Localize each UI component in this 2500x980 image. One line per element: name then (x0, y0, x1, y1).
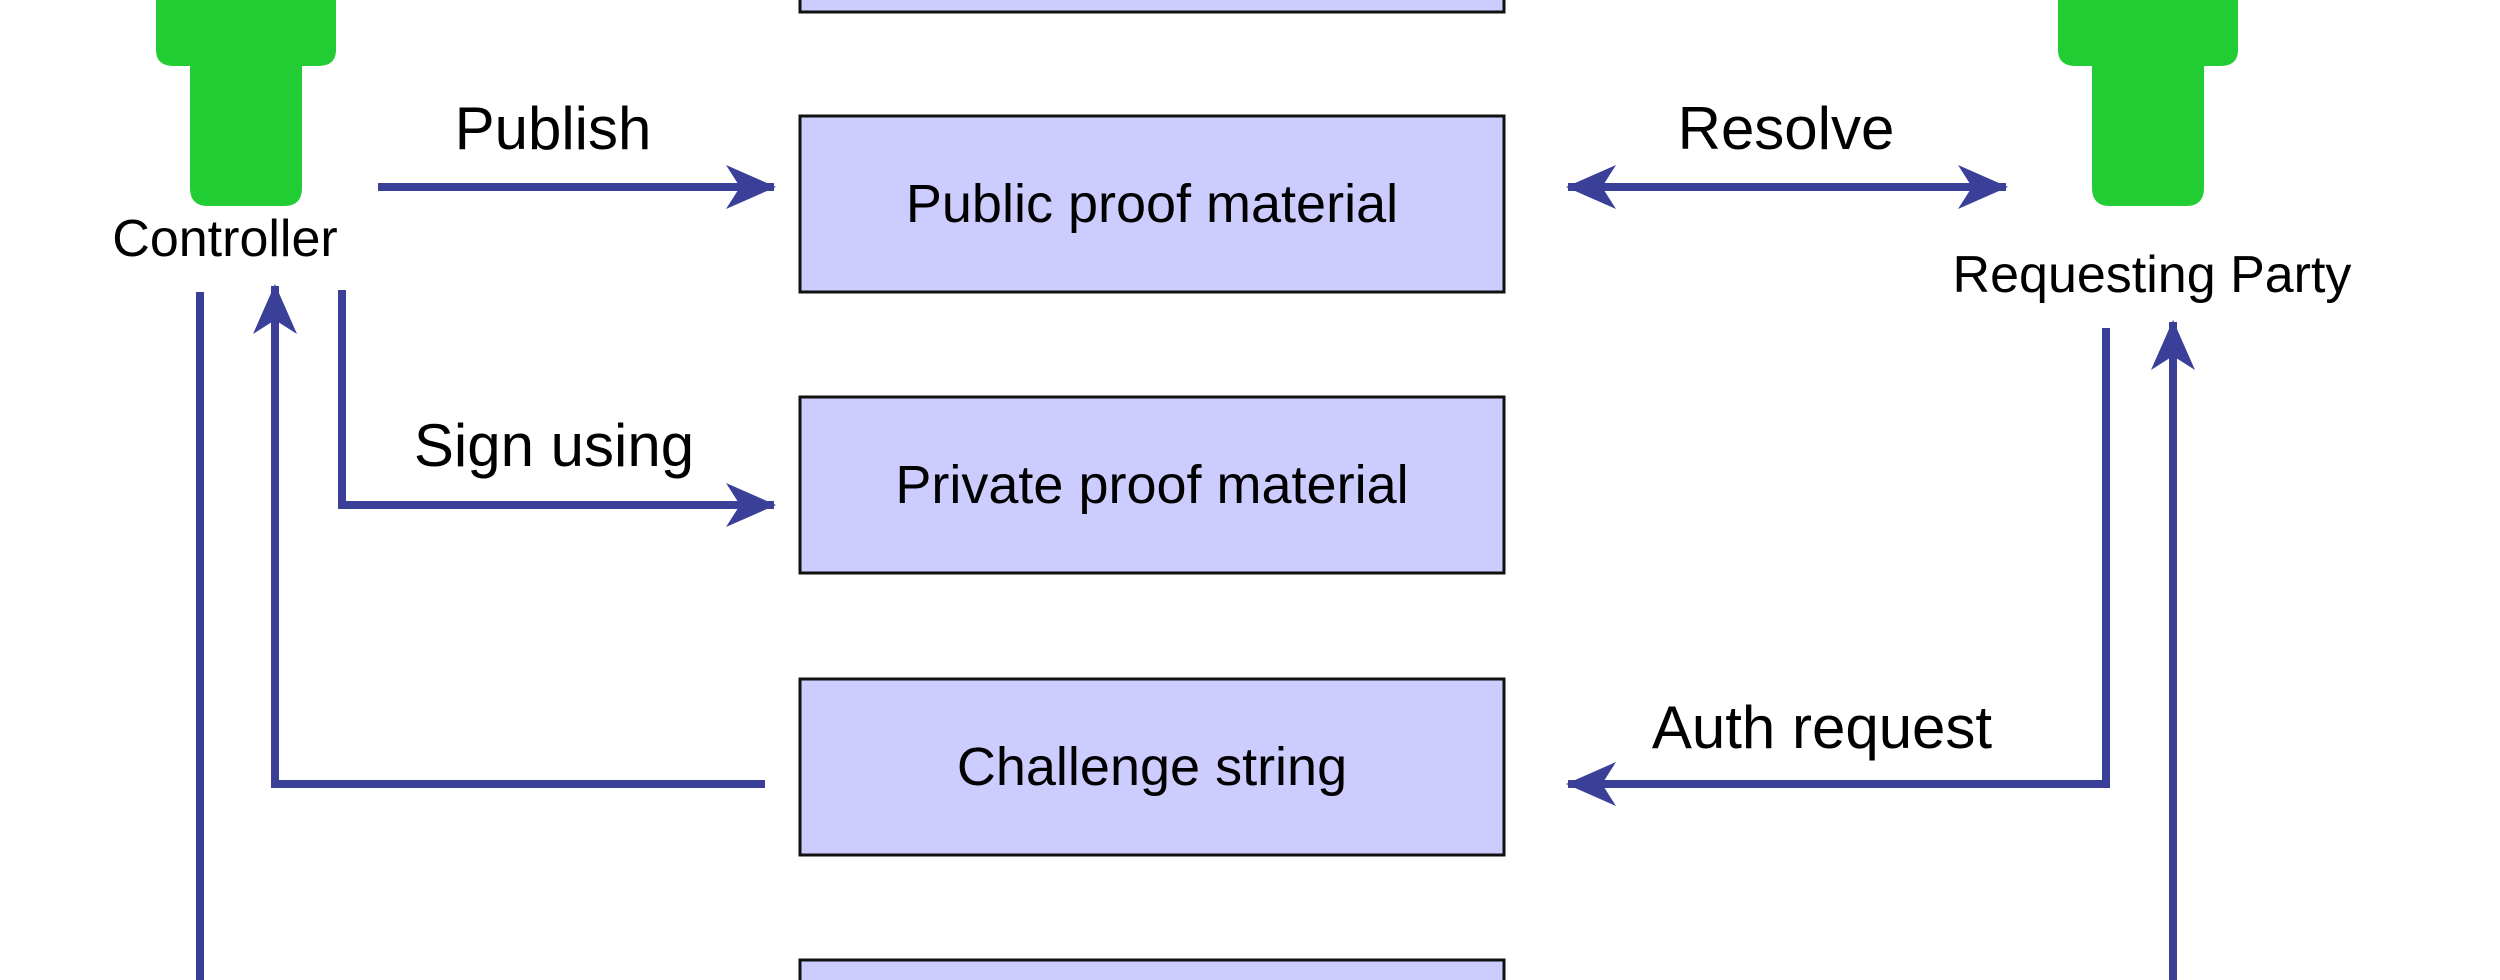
box-challenge-string-label: Challenge string (957, 737, 1347, 797)
auth-request-label: Auth request (1652, 694, 1993, 761)
box-private-proof: Private proof material (798, 395, 1506, 575)
auth-request-arrow (1566, 328, 2110, 806)
controller-person-icon (156, 0, 336, 206)
box-public-proof: Public proof material (798, 114, 1506, 294)
sign-using-label: Sign using (414, 412, 694, 479)
controller-label: Controller (112, 210, 337, 268)
requesting-party-label: Requesting Party (1953, 246, 2352, 304)
box-challenge-string: Challenge string (798, 677, 1506, 857)
requesting-party-person-icon (2058, 0, 2238, 206)
resolve-label: Resolve (1678, 95, 1895, 162)
controller-actor: Controller (112, 0, 338, 268)
requesting-party-actor: Requesting Party (1953, 0, 2352, 304)
challenge-to-controller-arrow (253, 284, 765, 788)
arrows (196, 165, 2195, 980)
box-private-proof-label: Private proof material (895, 455, 1408, 515)
publish-label: Publish (455, 95, 652, 162)
box-bottom-partial (798, 958, 1506, 980)
sign-using-arrow (338, 290, 776, 527)
box-top-partial (798, 0, 1506, 14)
box-public-proof-label: Public proof material (906, 174, 1398, 234)
